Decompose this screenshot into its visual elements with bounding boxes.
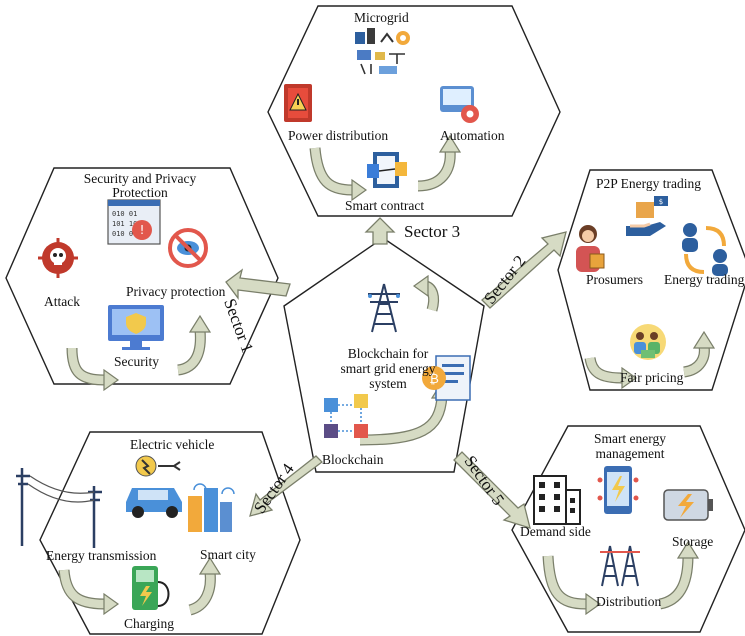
energy-trading-label: Energy trading xyxy=(664,272,745,287)
privacy-icon xyxy=(168,228,208,268)
smart-city-label: Smart city xyxy=(200,547,256,562)
distribution-label: Distribution xyxy=(596,594,662,609)
charging-station-icon xyxy=(132,566,170,610)
hex-top xyxy=(267,5,561,217)
center-title-line-3: system xyxy=(369,376,407,391)
microgrid-icon xyxy=(355,28,410,75)
center-title-line-1: Blockchain for xyxy=(347,346,429,361)
sector-1-arrow xyxy=(225,268,291,300)
power-distribution-icon xyxy=(284,84,312,122)
energy-transmission-label: Energy transmission xyxy=(46,548,157,563)
attack-label: Attack xyxy=(44,294,80,309)
power-lines-icon xyxy=(16,468,102,548)
electric-car-icon xyxy=(126,455,182,518)
privacy-protection-label: Privacy protection xyxy=(126,284,226,299)
svg-text:101 10: 101 10 xyxy=(112,220,137,228)
security-title-line-1: Security and Privacy xyxy=(83,171,197,186)
building-icon xyxy=(533,475,581,525)
svg-text:010 01: 010 01 xyxy=(112,210,137,218)
charging-label: Charging xyxy=(124,616,174,631)
fair-pricing-icon xyxy=(630,324,666,360)
smart-energy-title-line-2: management xyxy=(595,446,665,461)
smart-energy-title-line-1: Smart energy xyxy=(593,431,667,446)
smart-phone-icon xyxy=(597,466,639,514)
power-distribution-label: Power distribution xyxy=(288,128,389,143)
sector-4-arrow xyxy=(249,455,323,517)
prosumer-icon xyxy=(576,225,605,272)
security-warning-icon: 010 01 101 10 010 01 ! xyxy=(107,199,161,245)
smart-contract-label: Smart contract xyxy=(345,198,425,213)
trading-hand-icon: $ xyxy=(626,196,668,236)
svg-text:$: $ xyxy=(659,198,663,206)
svg-text:!: ! xyxy=(140,223,145,237)
energy-trading-icon xyxy=(682,223,728,276)
hex-bottom-left xyxy=(39,431,301,635)
security-label: Security xyxy=(114,354,159,369)
p2p-title: P2P Energy trading xyxy=(596,176,701,191)
microgrid-title: Microgrid xyxy=(354,10,409,25)
svg-text:₿: ₿ xyxy=(429,372,439,387)
fair-pricing-label: Fair pricing xyxy=(620,370,684,385)
smart-city-icon xyxy=(188,483,235,532)
automation-label: Automation xyxy=(440,128,505,143)
electric-vehicle-title: Electric vehicle xyxy=(130,437,215,452)
blockchain-icon xyxy=(324,394,368,438)
sector-5-arrow xyxy=(453,451,531,529)
center-blockchain-label: Blockchain xyxy=(322,452,384,467)
prosumers-label: Prosumers xyxy=(586,272,643,287)
security-computer-icon xyxy=(108,305,164,350)
automation-icon xyxy=(440,86,479,123)
bitcoin-document-icon: ₿ xyxy=(422,355,471,401)
security-title-line-2: Protection xyxy=(112,185,168,200)
sector-2-arrow xyxy=(481,231,567,309)
center-title-line-2: smart grid energy xyxy=(340,361,436,376)
hex-left xyxy=(5,167,279,385)
transmission-tower-icon xyxy=(368,283,400,333)
sector-3-label: Sector 3 xyxy=(404,222,461,241)
storage-label: Storage xyxy=(672,534,714,549)
battery-icon xyxy=(663,489,713,521)
demand-side-label: Demand side xyxy=(520,524,591,539)
distribution-tower-icon xyxy=(600,545,640,587)
hex-right xyxy=(557,169,745,391)
sector-3-arrow xyxy=(364,217,396,245)
attack-icon xyxy=(38,238,78,278)
svg-text:010 01: 010 01 xyxy=(112,230,137,238)
smart-contract-icon xyxy=(367,152,407,188)
